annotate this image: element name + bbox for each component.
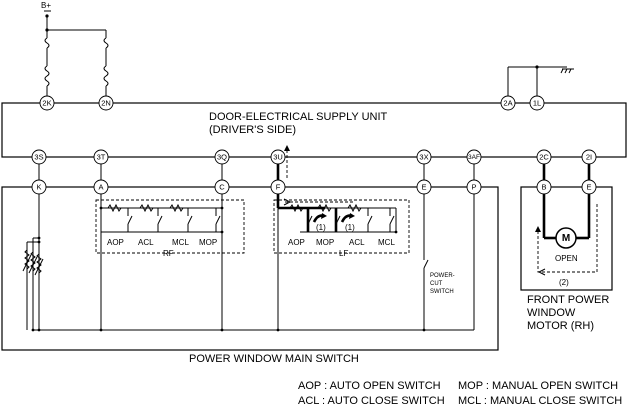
motor-label-3: MOTOR (RH) — [527, 320, 594, 332]
rf-mcl-label: MCL — [172, 238, 189, 247]
svg-text:2K: 2K — [42, 98, 51, 107]
svg-text:2I: 2I — [586, 152, 592, 161]
motor-label-2: WINDOW — [527, 307, 576, 319]
resistor-icon — [34, 253, 44, 276]
svg-text:3Q: 3Q — [217, 152, 227, 161]
pin-2N: 2N — [98, 95, 114, 111]
pin-K: K — [31, 179, 47, 195]
rf-aop-label: AOP — [107, 238, 124, 247]
svg-text:3T: 3T — [97, 152, 106, 161]
motor-mark: (2) — [559, 278, 569, 287]
legend-aop: AOP : AUTO OPEN SWITCH — [298, 380, 441, 392]
svg-text:3U: 3U — [273, 152, 283, 161]
svg-text:3S: 3S — [34, 152, 43, 161]
pin-3U: 3U — [270, 149, 286, 165]
svg-text:C: C — [219, 182, 225, 191]
lf-mop-label: MOP — [316, 238, 334, 247]
legend-acl: ACL : AUTO CLOSE SWITCH — [298, 395, 445, 407]
legend-mcl: MCL : MANUAL CLOSE SWITCH — [458, 395, 622, 407]
switch-icon — [187, 208, 193, 232]
resistor-icon — [317, 203, 332, 213]
pin-1L: 1L — [529, 95, 545, 111]
svg-text:3AF: 3AF — [468, 154, 480, 161]
switch-icon — [389, 208, 395, 232]
svg-text:B: B — [541, 182, 546, 191]
fuse-icon — [44, 30, 50, 96]
switch-icon — [307, 215, 313, 225]
main-switch-box — [1, 186, 499, 351]
svg-text:E: E — [586, 182, 591, 191]
svg-text:A: A — [98, 182, 103, 191]
switch-icon — [215, 208, 221, 232]
motor-open-label: OPEN — [555, 254, 578, 263]
motor-box — [520, 186, 613, 291]
switch-icon — [157, 208, 163, 232]
supply-unit-box — [1, 102, 627, 158]
pin-3T: 3T — [93, 149, 109, 165]
pin-P: P — [466, 179, 482, 195]
lf-mark-2: (1) — [345, 223, 355, 232]
svg-text:3X: 3X — [419, 152, 428, 161]
main-switch-label: POWER WINDOW MAIN SWITCH — [189, 353, 359, 365]
svg-text:F: F — [276, 182, 281, 191]
svg-text:2N: 2N — [101, 98, 111, 107]
pin-2A: 2A — [500, 95, 516, 111]
lf-mcl-label: MCL — [378, 238, 395, 247]
lf-switch-group — [273, 199, 410, 254]
power-cut-label-3: SWITCH — [430, 289, 454, 295]
power-cut-label-2: CUT — [430, 281, 443, 287]
pin-2C: 2C — [536, 149, 552, 165]
resistor-icon — [22, 249, 32, 272]
svg-text:P: P — [471, 182, 476, 191]
pin-A: A — [93, 179, 109, 195]
pin-F: F — [270, 179, 286, 195]
pin-2K: 2K — [39, 95, 55, 111]
rf-group-label: RF — [163, 249, 174, 258]
svg-text:2C: 2C — [539, 152, 549, 161]
resistor-icon — [28, 251, 38, 274]
switch-icon — [335, 215, 341, 225]
pin-2I: 2I — [581, 149, 597, 165]
lf-mark-1: (1) — [316, 223, 326, 232]
ground-icon — [560, 68, 574, 74]
resistor-icon — [139, 203, 154, 213]
svg-text:E: E — [421, 182, 426, 191]
switch-icon — [127, 208, 133, 232]
motor-label-1: FRONT POWER — [527, 294, 609, 306]
switch-icon — [423, 255, 429, 330]
rf-acl-label: ACL — [138, 238, 154, 247]
svg-text:1L: 1L — [533, 98, 541, 107]
pin-3AF: 3AF — [466, 149, 482, 165]
rf-switch-group — [95, 199, 245, 254]
lf-group-label: LF — [339, 249, 348, 258]
svg-text:K: K — [36, 182, 41, 191]
supply-unit-subtitle: (DRIVER'S SIDE) — [209, 124, 296, 136]
svg-text:M: M — [562, 233, 570, 244]
resistor-icon — [169, 203, 184, 213]
supply-unit-title: DOOR-ELECTRICAL SUPPLY UNIT — [209, 111, 388, 123]
lf-acl-label: ACL — [349, 238, 365, 247]
svg-text:2A: 2A — [503, 98, 512, 107]
pin-E: E — [416, 179, 432, 195]
power-cut-label-1: POWER- — [430, 273, 455, 279]
battery-label: B+ — [41, 1, 51, 10]
fuse-icon — [103, 30, 109, 96]
pin-3Q: 3Q — [214, 149, 230, 165]
legend-mop: MOP : MANUAL OPEN SWITCH — [458, 380, 618, 392]
pin-3X: 3X — [416, 149, 432, 165]
pin-3S: 3S — [31, 149, 47, 165]
pin-C: C — [214, 179, 230, 195]
pin-motor-E: E — [581, 179, 597, 195]
lf-aop-label: AOP — [288, 238, 305, 247]
pin-motor-B: B — [536, 179, 552, 195]
resistor-icon — [347, 203, 362, 213]
motor-icon: M — [555, 227, 577, 249]
resistor-icon — [107, 203, 122, 213]
resistor-icon — [289, 203, 304, 213]
rf-mop-label: MOP — [199, 238, 217, 247]
switch-icon — [367, 208, 373, 232]
